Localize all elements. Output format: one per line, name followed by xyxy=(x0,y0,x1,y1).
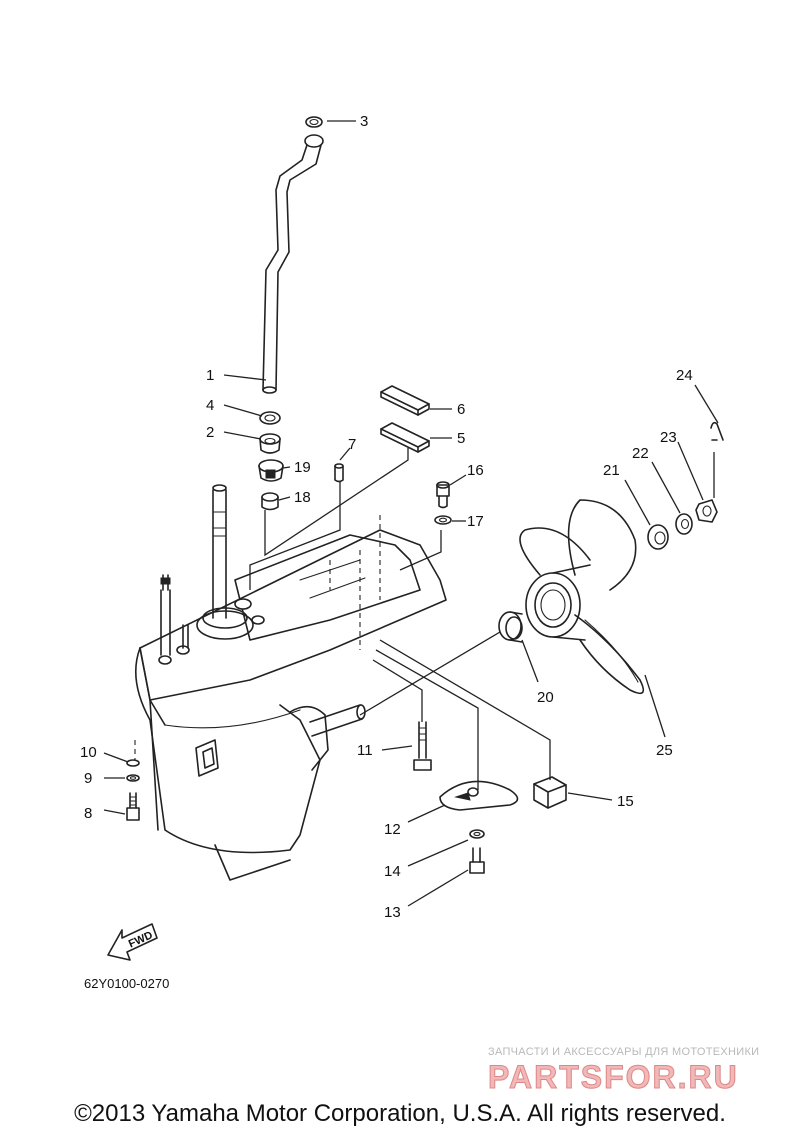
part-22-washer xyxy=(675,513,693,535)
copyright-notice: ©2013 Yamaha Motor Corporation, U.S.A. A… xyxy=(74,1100,726,1127)
watermark-tagline: ЗАПЧАСТИ И АКСЕССУАРЫ ДЛЯ МОТОТЕХНИКИ xyxy=(488,1046,759,1058)
callout-14: 14 xyxy=(384,863,401,880)
watermark-brand: PARTSFOR.RU xyxy=(488,1059,739,1095)
part-4-seal-ring xyxy=(259,411,281,425)
part-16-bolt xyxy=(436,481,450,509)
part-11-bolt xyxy=(413,721,432,771)
callout-16: 16 xyxy=(467,462,484,479)
part-8-bolt xyxy=(126,792,140,821)
callout-15: 15 xyxy=(617,793,634,810)
callout-10: 10 xyxy=(80,744,97,761)
fwd-arrow: FWD xyxy=(107,923,158,961)
callout-22: 22 xyxy=(632,445,649,462)
part-24-cotter-pin xyxy=(710,421,724,441)
part-17-washer xyxy=(434,515,452,525)
part-3-grommet xyxy=(305,116,323,128)
callout-12: 12 xyxy=(384,821,401,838)
part-14-washer xyxy=(469,829,485,839)
assembly-lines xyxy=(134,515,381,760)
callout-5: 5 xyxy=(457,430,465,447)
part-2-grommet xyxy=(259,433,281,454)
part-21-spacer xyxy=(647,524,669,550)
watermark: ЗАПЧАСТИ И АКСЕССУАРЫ ДЛЯ МОТОТЕХНИКИ PA… xyxy=(488,1046,760,1096)
callout-3: 3 xyxy=(360,113,368,130)
part-7-dowel-pin xyxy=(334,463,344,483)
callout-labels: 3 1 4 2 6 5 7 19 18 16 17 24 23 22 21 20… xyxy=(80,113,693,921)
part-6-plate xyxy=(380,385,430,416)
part-1-water-tube xyxy=(262,134,324,394)
callout-25: 25 xyxy=(656,742,673,759)
part-18-collar xyxy=(261,492,279,511)
part-19-bushing xyxy=(258,459,284,482)
callout-23: 23 xyxy=(660,429,677,446)
callout-9: 9 xyxy=(84,770,92,787)
callout-8: 8 xyxy=(84,805,92,822)
part-15-anode xyxy=(533,776,567,809)
callout-4: 4 xyxy=(206,397,214,414)
callout-13: 13 xyxy=(384,904,401,921)
part-5-plate xyxy=(380,422,430,453)
callout-20: 20 xyxy=(537,689,554,706)
part-25-propeller xyxy=(519,499,645,695)
part-20-spacer xyxy=(498,611,523,643)
callout-18: 18 xyxy=(294,489,311,506)
part-13-bolt xyxy=(469,847,485,874)
callout-19: 19 xyxy=(294,459,311,476)
callout-11: 11 xyxy=(357,742,373,759)
part-10-washer xyxy=(126,759,140,767)
callout-2: 2 xyxy=(206,424,214,441)
diagram-code: 62Y0100-0270 xyxy=(84,976,169,991)
callout-21: 21 xyxy=(603,462,620,479)
part-23-castle-nut xyxy=(695,499,718,523)
part-12-trim-tab xyxy=(439,780,519,811)
lower-unit-housing xyxy=(134,484,447,881)
leader-lines xyxy=(103,120,719,907)
callout-24: 24 xyxy=(676,367,693,384)
callout-7: 7 xyxy=(348,436,356,453)
callout-1: 1 xyxy=(206,367,214,384)
fwd-label: FWD xyxy=(127,929,155,950)
callout-6: 6 xyxy=(457,401,465,418)
part-9-washer xyxy=(126,774,140,782)
callout-17: 17 xyxy=(467,513,484,530)
